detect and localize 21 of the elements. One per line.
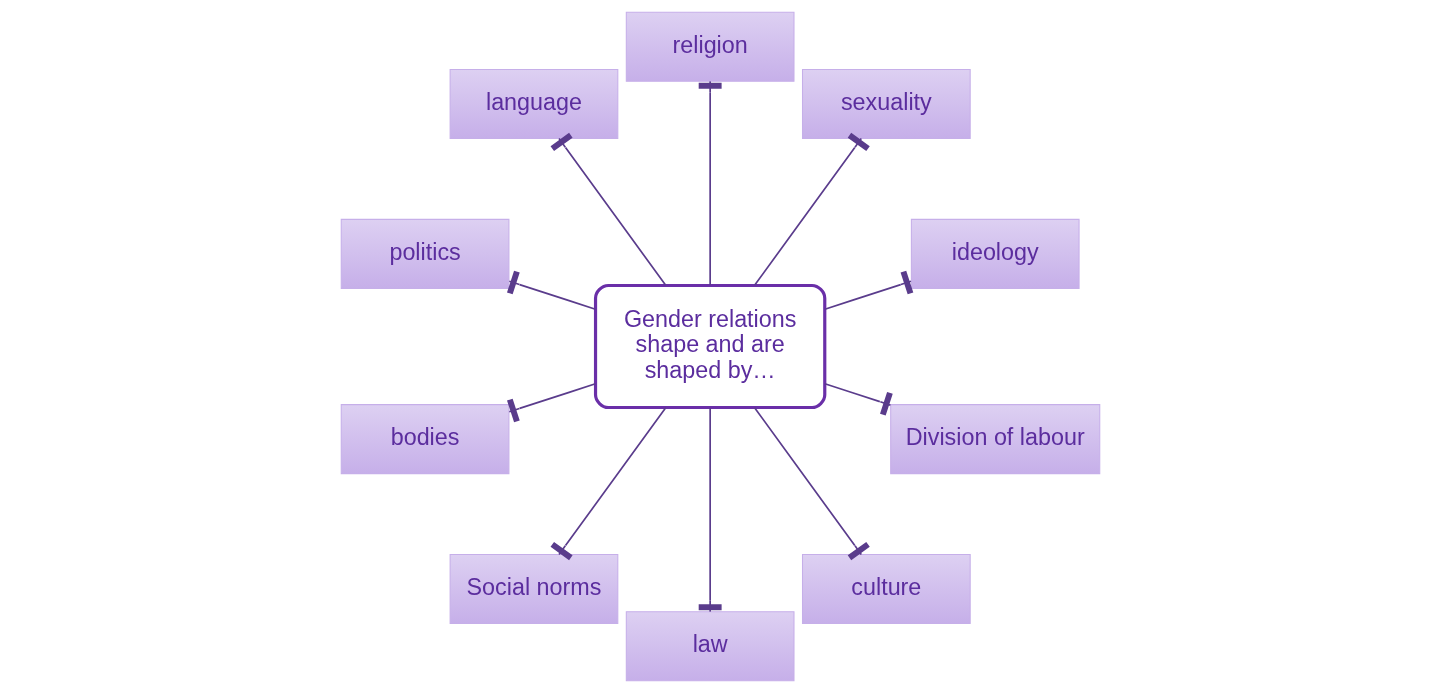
- connector: [550, 132, 667, 287]
- node-box: bodies: [340, 404, 510, 475]
- node-box: sexuality: [801, 69, 971, 139]
- connector: [698, 407, 722, 613]
- connector: [507, 270, 597, 311]
- connector: [507, 382, 597, 423]
- connector: [824, 382, 893, 416]
- node-box: Social norms: [449, 554, 619, 624]
- node-box: language: [449, 69, 619, 139]
- connector: [698, 80, 722, 286]
- node-box: religion: [625, 11, 795, 82]
- node-box: politics: [340, 218, 510, 289]
- node-box: ideology: [910, 218, 1080, 289]
- node-box: law: [625, 611, 795, 682]
- node-box: culture: [801, 554, 971, 624]
- node-box: Gender relations shape and are shaped by…: [593, 283, 827, 410]
- connector: [550, 406, 667, 561]
- node-box: Division of labour: [890, 404, 1101, 475]
- connector: [753, 406, 870, 561]
- connector: [753, 132, 870, 287]
- connector: [824, 270, 914, 311]
